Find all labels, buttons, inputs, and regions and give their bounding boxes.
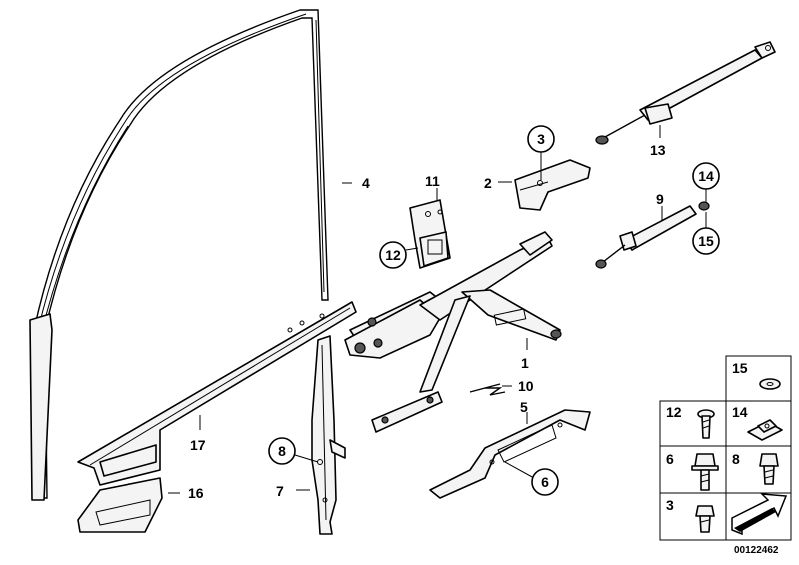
- window-frame-seal: [29, 9, 329, 501]
- callout-circle-6: [531, 468, 559, 496]
- callout-3: 3: [537, 131, 545, 147]
- gas-strut-short: [595, 201, 710, 269]
- callout-16: 16: [188, 485, 204, 501]
- leader-8: [294, 454, 319, 463]
- leader-12: [405, 247, 419, 251]
- legend-label-6: 6: [666, 451, 674, 467]
- callout-17: 17: [190, 437, 206, 453]
- callout-13: 13: [650, 142, 666, 158]
- legend-cell-8: [725, 445, 792, 494]
- guide-rail: [311, 335, 346, 535]
- callout-12: 12: [385, 247, 401, 263]
- legend-label-3: 3: [666, 497, 674, 513]
- callout-5: 5: [520, 399, 528, 415]
- flange-bolt-icon: [695, 505, 715, 533]
- clip-nut-icon: [747, 419, 783, 441]
- upper-bracket: [514, 159, 591, 211]
- callout-circle-8: [268, 437, 296, 465]
- callout-7: 7: [276, 483, 284, 499]
- window-channel-rail: [77, 301, 357, 486]
- spring-clip: [469, 383, 506, 396]
- legend-cell-15: [725, 355, 792, 402]
- hardware-legend: 15 12 14 6 8: [659, 355, 792, 541]
- callout-circle-12: [379, 241, 407, 269]
- callout-6: 6: [541, 474, 549, 490]
- callout-9: 9: [656, 191, 664, 207]
- legend-label-8: 8: [732, 451, 740, 467]
- callout-11: 11: [425, 173, 440, 189]
- callout-15: 15: [698, 233, 714, 249]
- callout-8: 8: [278, 443, 286, 459]
- leader-6: [504, 461, 535, 479]
- callout-10: 10: [518, 378, 534, 394]
- legend-label-14: 14: [732, 404, 748, 420]
- callout-4: 4: [362, 175, 370, 191]
- hex-bolt-icon: [691, 453, 719, 491]
- diagram-code: 00122462: [734, 545, 779, 556]
- callout-circle-3: [527, 125, 555, 153]
- legend-cell-3: [659, 492, 727, 541]
- washer-icon: [759, 378, 781, 390]
- legend-label-12: 12: [666, 404, 682, 420]
- small-bracket: [409, 199, 451, 269]
- legend-cell-12: [659, 400, 727, 447]
- short-bolt-icon: [759, 453, 779, 485]
- channel-cover: [77, 477, 163, 533]
- callout-14: 14: [698, 168, 714, 184]
- gas-strut-long: [595, 41, 776, 145]
- window-regulator: [344, 231, 562, 433]
- countersunk-screw-icon: [697, 409, 715, 439]
- arrow-icon: [731, 493, 788, 536]
- callout-1: 1: [521, 355, 529, 371]
- legend-label-15: 15: [732, 360, 748, 376]
- lower-bracket: [429, 409, 591, 499]
- callout-2: 2: [484, 175, 492, 191]
